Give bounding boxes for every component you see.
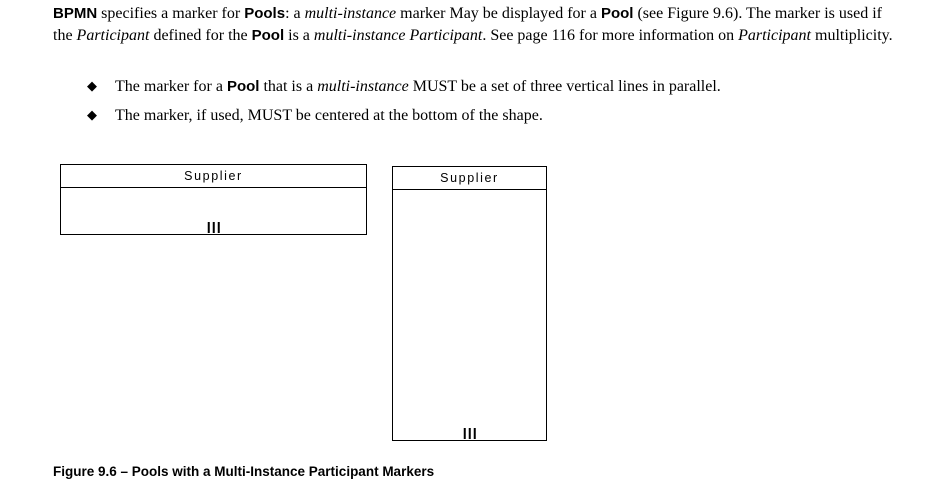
bullet-item-text: The marker, if used, MUST be centered at… bbox=[115, 107, 543, 124]
marker-bar bbox=[207, 222, 210, 233]
bullet-item-text: The marker for a Pool that is a multi-in… bbox=[115, 78, 721, 95]
paragraph: BPMN specifies a marker for Pools: a mul… bbox=[53, 5, 893, 44]
bullet-diamond-icon: ◆ bbox=[87, 79, 97, 94]
multi-instance-marker-icon bbox=[463, 428, 476, 439]
marker-bar bbox=[473, 428, 476, 439]
bullet-diamond-icon: ◆ bbox=[87, 108, 97, 123]
pool-vertical: Supplier bbox=[392, 166, 547, 441]
marker-bar bbox=[212, 222, 215, 233]
pool-label: Supplier bbox=[393, 167, 546, 190]
marker-bar bbox=[463, 428, 466, 439]
bullet-item: ◆ The marker for a Pool that is a multi-… bbox=[87, 76, 887, 97]
pool-body bbox=[61, 188, 366, 234]
pool-body bbox=[393, 190, 546, 440]
marker-bar bbox=[468, 428, 471, 439]
marker-bar bbox=[217, 222, 220, 233]
pool-horizontal: Supplier bbox=[60, 164, 367, 235]
pool-label: Supplier bbox=[61, 165, 366, 188]
multi-instance-marker-icon bbox=[207, 222, 220, 233]
bullet-item: ◆ The marker, if used, MUST be centered … bbox=[87, 105, 887, 126]
figure-caption: Figure 9.6 – Pools with a Multi-Instance… bbox=[53, 464, 435, 479]
